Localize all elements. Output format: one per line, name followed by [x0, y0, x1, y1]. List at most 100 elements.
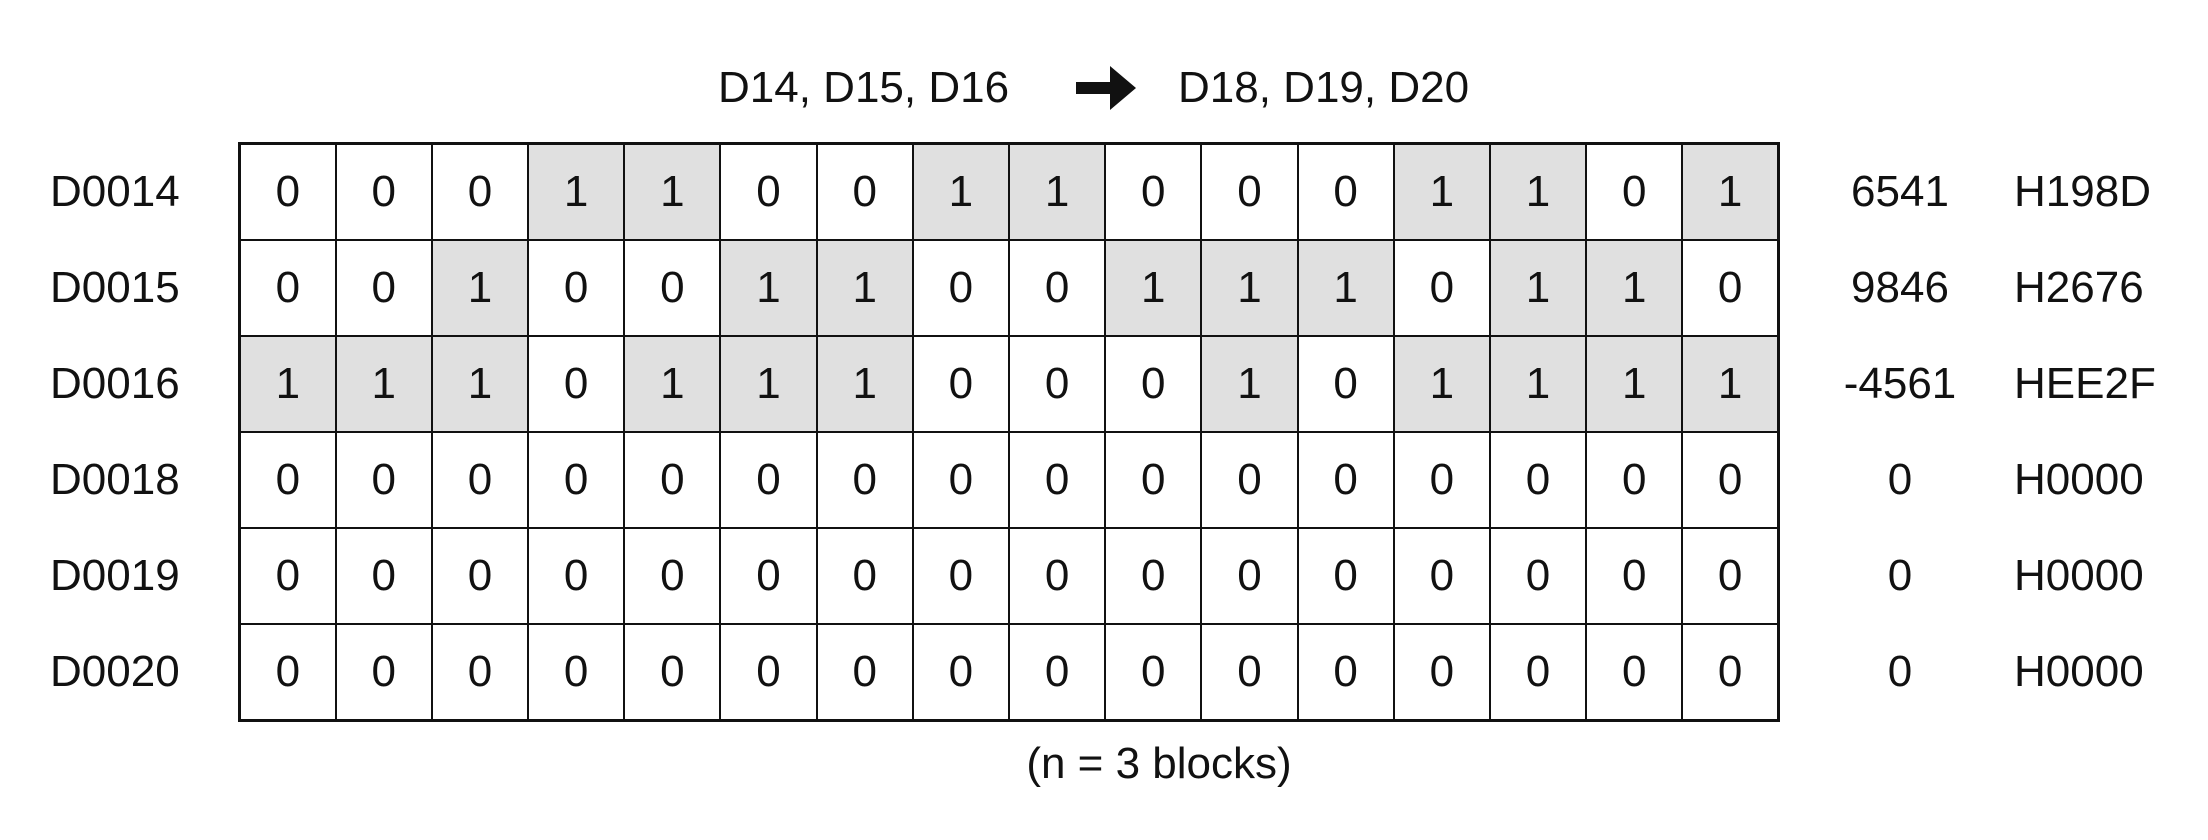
bit-cell: 1 — [1104, 239, 1203, 337]
bit-cell: 0 — [238, 239, 337, 337]
bit-cell: 0 — [719, 623, 818, 722]
bit-cell: 0 — [623, 623, 722, 722]
bit-cell: 0 — [815, 527, 914, 625]
bit-cell: 0 — [1007, 527, 1107, 625]
decimal-value: -4561 — [1843, 359, 1957, 408]
bit-cell: 0 — [1104, 335, 1203, 433]
bit-cell: 1 — [623, 142, 722, 241]
decimal-value: 0 — [1887, 551, 1913, 600]
bit-cell: 1 — [430, 239, 530, 337]
bit-cell: 0 — [1200, 623, 1299, 722]
bit-cell: 1 — [430, 335, 530, 433]
bit-cell: 0 — [334, 623, 433, 722]
bit-cell: 0 — [1681, 623, 1780, 722]
bit-cell: 0 — [527, 527, 626, 625]
bit-cell: 0 — [1007, 335, 1107, 433]
bit-cell: 1 — [1200, 239, 1299, 337]
bit-cell: 1 — [238, 335, 337, 433]
bit-cell: 1 — [719, 239, 818, 337]
transfer-header: D14, D15, D16 D18, D19, D20 — [0, 52, 2208, 124]
bit-cell: 0 — [238, 527, 337, 625]
bit-cell: 0 — [815, 623, 914, 722]
bit-cell: 1 — [1200, 335, 1299, 433]
bit-cell: 0 — [719, 527, 818, 625]
bit-cell: 0 — [1392, 431, 1491, 529]
register-label: D0019 — [50, 551, 180, 600]
bit-cell: 0 — [1392, 527, 1491, 625]
destination-registers-label: D18, D19, D20 — [1178, 63, 1470, 112]
bit-cell: 0 — [430, 431, 530, 529]
register-label: D0018 — [50, 455, 180, 504]
hex-value: H0000 — [2014, 551, 2144, 600]
bit-cell: 0 — [1104, 142, 1203, 241]
hex-value: HEE2F — [2014, 359, 2156, 408]
bit-cell: 0 — [1296, 623, 1395, 722]
bit-cell: 0 — [1488, 623, 1588, 722]
hex-value: H0000 — [2014, 647, 2144, 696]
bit-cell: 1 — [334, 335, 433, 433]
bit-cell: 1 — [719, 335, 818, 433]
bit-cell: 0 — [1296, 335, 1395, 433]
bit-cell: 0 — [1007, 239, 1107, 337]
bit-cell: 1 — [1007, 142, 1107, 241]
bit-cell: 0 — [1681, 527, 1780, 625]
bit-cell: 1 — [911, 142, 1011, 241]
bit-cell: 0 — [1296, 527, 1395, 625]
bit-cell: 0 — [527, 239, 626, 337]
bit-cell: 1 — [1681, 335, 1780, 433]
bit-cell: 0 — [1296, 142, 1395, 241]
bit-cell: 1 — [623, 335, 722, 433]
bit-cell: 0 — [334, 239, 433, 337]
bit-cell: 0 — [527, 623, 626, 722]
bit-cell: 1 — [1488, 335, 1588, 433]
register-label: D0020 — [50, 647, 180, 696]
bit-cell: 0 — [1585, 623, 1684, 722]
bit-cell: 0 — [911, 623, 1011, 722]
hex-value: H0000 — [2014, 455, 2144, 504]
bit-cell: 0 — [238, 431, 337, 529]
bit-cell: 0 — [911, 527, 1011, 625]
bit-cell: 1 — [1585, 335, 1684, 433]
bit-cell: 0 — [623, 527, 722, 625]
bit-cell: 0 — [1681, 239, 1780, 337]
decimal-value: 0 — [1887, 647, 1913, 696]
bit-cell: 1 — [1392, 142, 1491, 241]
hex-value: H198D — [2014, 167, 2151, 216]
bit-cell: 0 — [1392, 239, 1491, 337]
bit-cell: 1 — [815, 335, 914, 433]
bit-cell: 1 — [1585, 239, 1684, 337]
bit-cell: 0 — [527, 431, 626, 529]
register-label: D0016 — [50, 359, 180, 408]
decimal-value: 0 — [1887, 455, 1913, 504]
bit-cell: 0 — [1488, 527, 1588, 625]
bit-cell: 0 — [334, 142, 433, 241]
source-registers-label: D14, D15, D16 — [718, 63, 1010, 112]
bit-cell: 1 — [1488, 239, 1588, 337]
arrow-right-icon — [1076, 66, 1136, 110]
bit-cell: 0 — [334, 431, 433, 529]
bit-cell: 0 — [1104, 431, 1203, 529]
bit-cell: 0 — [1007, 623, 1107, 722]
bit-cell: 1 — [1488, 142, 1588, 241]
bit-cell: 0 — [1585, 142, 1684, 241]
hex-value: H2676 — [2014, 263, 2144, 312]
bit-cell: 1 — [1681, 142, 1780, 241]
bit-cell: 0 — [719, 142, 818, 241]
register-label: D0015 — [50, 263, 180, 312]
bit-cell: 0 — [1681, 431, 1780, 529]
bit-cell: 1 — [1296, 239, 1395, 337]
bit-cell: 1 — [527, 142, 626, 241]
bit-cell: 0 — [815, 142, 914, 241]
bit-cell: 0 — [1104, 527, 1203, 625]
bit-cell: 0 — [623, 239, 722, 337]
decimal-value: 6541 — [1851, 167, 1949, 216]
bit-cell: 0 — [430, 623, 530, 722]
bit-cell: 0 — [334, 527, 433, 625]
